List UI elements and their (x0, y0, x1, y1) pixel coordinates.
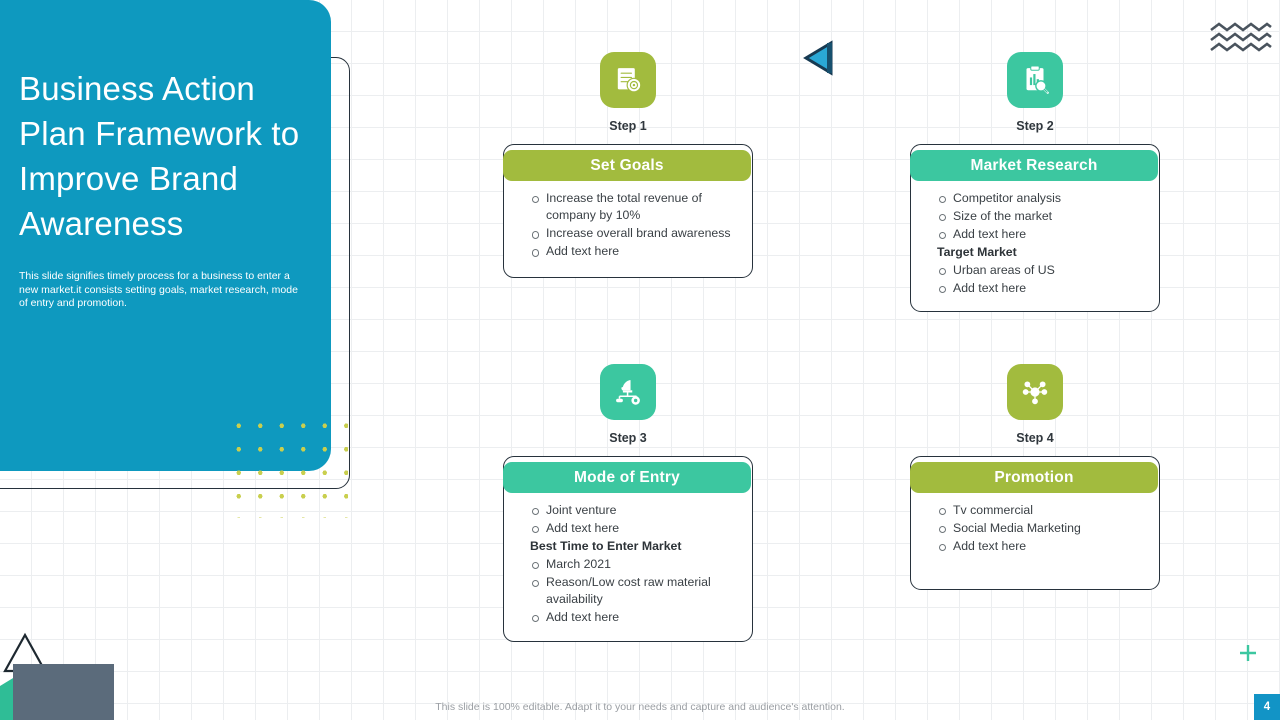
list-subheading: Target Market (937, 244, 1017, 259)
checklist-target-icon (600, 52, 656, 108)
list-subheading: Best Time to Enter Market (530, 538, 682, 553)
list-item: Urban areas of US (923, 262, 1147, 279)
list-item: Increase overall brand awareness (516, 225, 740, 242)
list-item: Competitor analysis (923, 190, 1147, 207)
list-item: Increase the total revenue of company by… (516, 190, 740, 225)
list-item: Size of the market (923, 208, 1147, 225)
step-card-title-2: Market Research (910, 150, 1158, 181)
list-item: Add text here (516, 520, 740, 537)
step-card-title-4: Promotion (910, 462, 1158, 493)
page-title: Business Action Plan Framework to Improv… (19, 70, 300, 242)
list-item: Social Media Marketing (923, 520, 1147, 537)
step-block-2: Step 2 Market Research Competitor analys… (910, 52, 1160, 313)
clipboard-search-icon (1007, 52, 1063, 108)
dot-grid-decoration (228, 414, 348, 518)
step-label-2: Step 2 (1016, 119, 1054, 133)
zigzag-lines-icon (1210, 22, 1272, 52)
list-item: Joint venture (516, 502, 740, 519)
list-item: Add text here (923, 280, 1147, 297)
step-label-3: Step 3 (609, 431, 647, 445)
network-hub-icon (1007, 364, 1063, 420)
footer-note: This slide is 100% editable. Adapt it to… (435, 701, 845, 713)
step-list-1: Increase the total revenue of company by… (516, 190, 740, 261)
list-item: Add text here (923, 538, 1147, 555)
list-item: Add text here (516, 609, 740, 626)
step-card-1: Set Goals Increase the total revenue of … (503, 144, 753, 278)
play-triangle-icon (803, 40, 833, 76)
step-card-title-3: Mode of Entry (503, 462, 751, 493)
plus-icon (1240, 645, 1256, 661)
slate-rectangle-decoration (13, 664, 114, 720)
page-description: This slide signifies timely process for … (19, 270, 298, 309)
step-card-title-1: Set Goals (503, 150, 751, 181)
list-item: March 2021 (516, 556, 740, 573)
step-card-body-1: Increase the total revenue of company by… (504, 181, 752, 277)
page-number-badge: 4 (1254, 694, 1280, 720)
hero-panel: Business Action Plan Framework to Improv… (0, 0, 331, 471)
strategy-knight-icon (600, 364, 656, 420)
step-label-1: Step 1 (609, 119, 647, 133)
list-item: Tv commercial (923, 502, 1147, 519)
step-block-1: Step 1 Set Goals Increase the total reve… (503, 52, 753, 278)
list-item: Reason/Low cost raw material availabilit… (516, 574, 740, 609)
step-label-4: Step 4 (1016, 431, 1054, 445)
list-item: Add text here (923, 226, 1147, 243)
list-item: Add text here (516, 243, 740, 260)
